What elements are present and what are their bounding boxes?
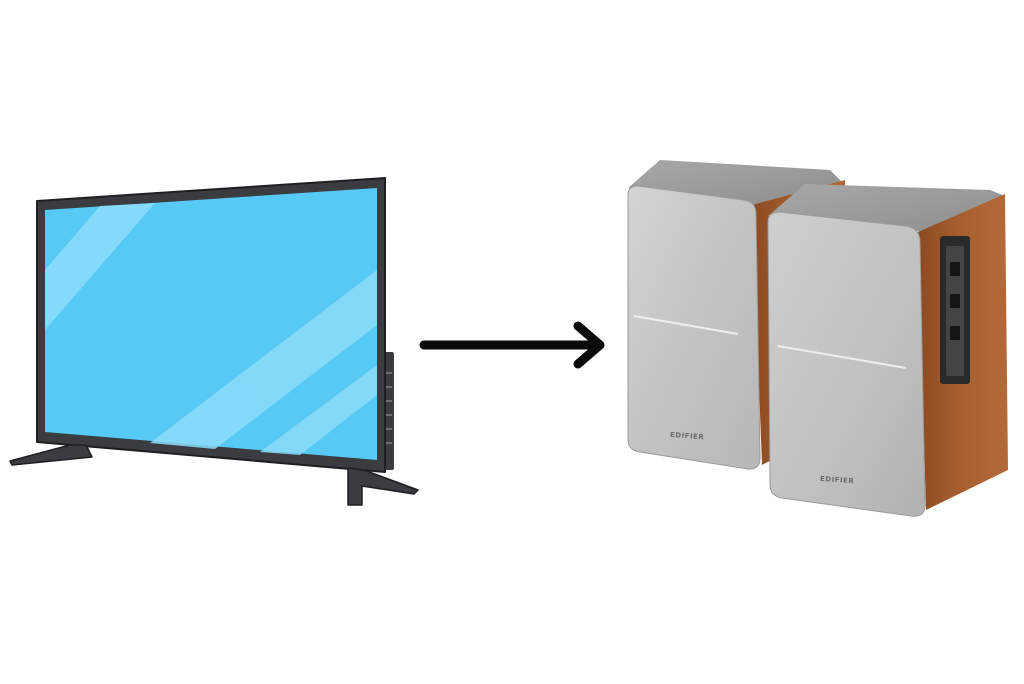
tv-icon — [9, 177, 419, 506]
tv-stand-left — [9, 444, 93, 466]
speaker-right: EDIFIER — [767, 184, 1008, 517]
tv-side-buttons — [384, 352, 394, 470]
speaker-right-brand: EDIFIER — [820, 475, 855, 485]
bookshelf-speakers-icon: EDIFIER EDIFIER — [627, 160, 1008, 517]
speaker-right-grille — [767, 211, 926, 517]
arrow-right-icon — [419, 321, 605, 369]
tv-stand-right — [347, 467, 419, 506]
tv-screen — [45, 188, 377, 460]
tv-screen-reflection — [45, 203, 377, 455]
speaker-left-brand: EDIFIER — [670, 431, 705, 441]
speaker-left-grille — [627, 185, 761, 470]
